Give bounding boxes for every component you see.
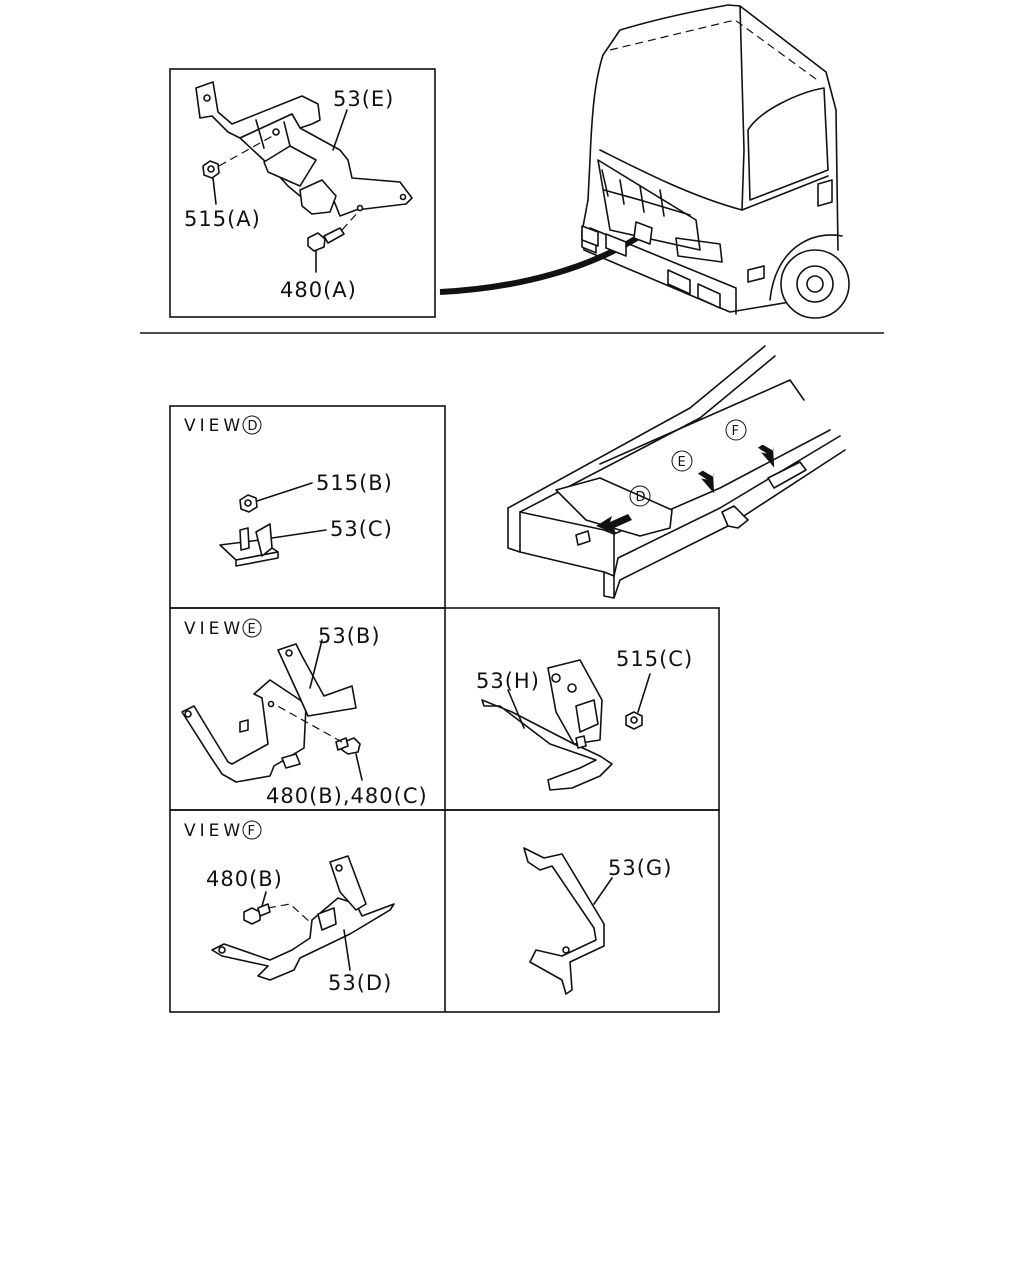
- callout-480bc: 480(B),480(C): [266, 784, 428, 808]
- callout-53b: 53(B): [318, 624, 381, 648]
- view-f-letter: F: [248, 824, 255, 839]
- callout-480a: 480(A): [280, 278, 357, 302]
- callout-53c: 53(C): [330, 517, 393, 541]
- view-d-letter: D: [248, 419, 258, 434]
- nut-515a-drawing: [202, 133, 277, 179]
- frame-marker-f: F: [732, 424, 739, 439]
- view-e-letter: E: [248, 622, 256, 637]
- detail-box-top: 53(E) 515(A) 480(A): [169, 68, 436, 318]
- view-e-panel: VIEW E 53(B) 480(B),480(C) 53(H) 515(C): [169, 607, 720, 811]
- callout-515c: 515(C): [616, 647, 693, 671]
- callout-53h: 53(H): [476, 669, 540, 693]
- callout-480b: 480(B): [206, 867, 283, 891]
- callout-53g: 53(G): [608, 856, 672, 880]
- callout-53d: 53(D): [328, 971, 392, 995]
- callout-53e: 53(E): [333, 87, 394, 111]
- frame-marker-d: D: [636, 490, 646, 505]
- view-d-label: VIEW: [184, 416, 244, 436]
- frame-marker-e: E: [678, 455, 686, 470]
- truck-cab-drawing: [581, 4, 850, 319]
- view-f-label: VIEW: [184, 821, 244, 841]
- view-f-panel: VIEW F 480(B) 53(D) 53(G): [169, 809, 720, 1013]
- bracket-53e-drawing: [195, 81, 413, 217]
- view-e-label: VIEW: [184, 619, 244, 639]
- view-d-panel: VIEW D 515(B) 53(C): [169, 405, 446, 609]
- callout-515b: 515(B): [316, 471, 393, 495]
- bolt-480a-drawing: [307, 209, 361, 252]
- callout-515a: 515(A): [184, 207, 261, 231]
- chassis-frame-drawing: D E F: [507, 345, 846, 599]
